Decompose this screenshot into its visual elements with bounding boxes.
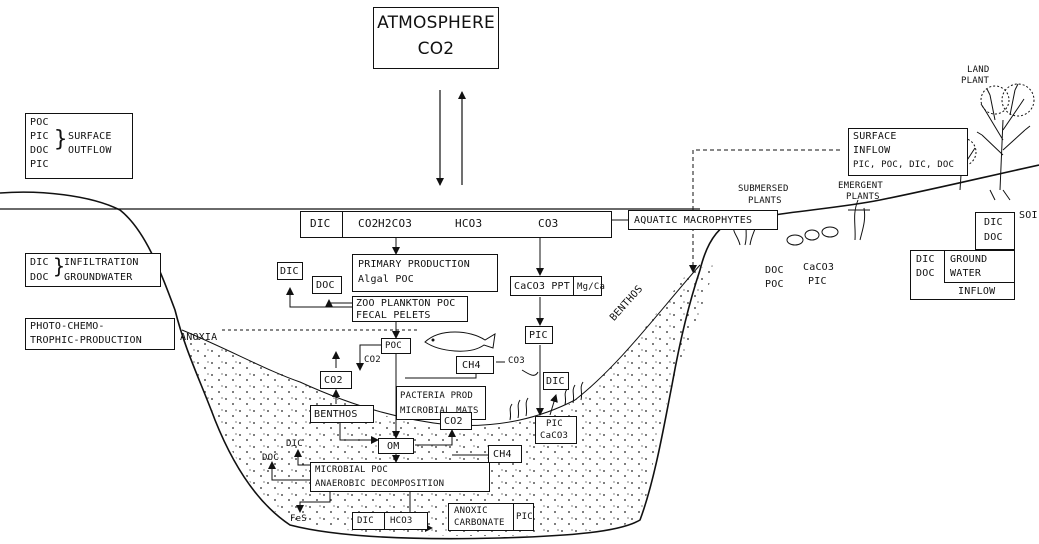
surface-inflow-items: PIC, POC, DIC, DOC	[853, 160, 954, 170]
gw-item: DOC	[916, 268, 935, 279]
gw-divider-v	[944, 250, 945, 282]
pic-caco3-label: PIC	[546, 419, 563, 429]
gw-item: DIC	[984, 217, 1003, 228]
shore-caco3-label: CaCO3	[803, 262, 834, 273]
outflow-item: DOC	[30, 145, 49, 156]
gw-label: WATER	[950, 268, 981, 279]
bottom-dic-label: DIC	[357, 516, 374, 526]
submersed-label: PLANTS	[748, 196, 782, 206]
poc-label: POC	[385, 341, 402, 351]
co2-label-2: CO2	[444, 416, 463, 427]
primary-production-label: PRIMARY PRODUCTION	[358, 259, 470, 270]
caco3-divider	[573, 276, 574, 296]
submersed-label: SUBMERSED	[738, 184, 789, 194]
land-plant-label: LAND	[967, 65, 989, 75]
fes-label: FeS	[290, 514, 307, 524]
co2-float-label: CO2	[364, 355, 381, 365]
infiltration-item: DOC	[30, 272, 49, 283]
gw-item: DIC	[916, 254, 935, 265]
surface-inflow-label: INFLOW	[853, 145, 890, 156]
anoxic-label: ANOXIC	[454, 506, 488, 516]
zooplankton-label: FECAL PELETS	[356, 310, 431, 321]
gw-item: DOC	[984, 232, 1003, 243]
anoxic-divider	[513, 503, 514, 531]
mg-ca-label: Mg/Ca	[577, 282, 605, 292]
eq-co2: CO2	[358, 218, 378, 230]
co3-float-label: CO3	[508, 356, 525, 366]
caco3-ppt-label: CaCO3 PPT	[514, 281, 570, 292]
eq-hco3: HCO3	[455, 218, 482, 230]
dic-small-label: DIC	[280, 266, 299, 277]
bacteria-label: PACTERIA PROD	[400, 391, 473, 401]
infiltration-label: INFILTRATION	[64, 257, 139, 268]
bottom-divider	[384, 512, 385, 530]
shore-poc-label: POC	[765, 279, 784, 290]
anoxic-pic-label: PIC	[516, 512, 533, 522]
photo-chemo-label: PHOTO-CHEMO-	[30, 321, 105, 332]
eq-dic: DIC	[310, 218, 330, 230]
eq-co3: CO3	[538, 218, 558, 230]
ch4-label: CH4	[462, 360, 481, 371]
anaerobic-label: ANAEROBIC DECOMPOSITION	[315, 479, 444, 489]
om-label: OM	[387, 441, 399, 452]
macrophytes-label: AQUATIC MACROPHYTES	[634, 215, 752, 226]
equilibrium-divider	[342, 211, 343, 238]
outflow-item: PIC	[30, 159, 49, 170]
eq-h2co3: H2CO3	[378, 218, 412, 230]
infiltration-item: DIC	[30, 257, 49, 268]
atmosphere-title: ATMOSPHERE	[373, 14, 499, 33]
gw-inflow-label: INFLOW	[958, 286, 995, 297]
zooplankton-label: ZOO PLANKTON POC	[356, 298, 456, 309]
shore-doc-label: DOC	[765, 265, 784, 276]
doc-small-label: DOC	[316, 280, 335, 291]
outflow-item: POC	[30, 117, 49, 128]
anoxic-label: CARBONATE	[454, 518, 505, 528]
outflow-label: SURFACE	[68, 131, 112, 142]
bottom-hco3-label: HCO3	[390, 516, 412, 526]
gw-divider-h	[944, 282, 1015, 283]
sediment-doc-label: DOC	[262, 453, 279, 463]
gw-label: GROUND	[950, 254, 987, 265]
ch4-label-2: CH4	[493, 449, 512, 460]
microbial-poc-label: MICROBIAL POC	[315, 465, 388, 475]
pic-caco3-label: CaCO3	[540, 431, 568, 441]
atmosphere-co2: CO2	[373, 40, 499, 59]
land-plant-label: PLANT	[961, 76, 989, 86]
anoxia-label: ANOXIA	[180, 332, 217, 343]
sediment-dic-label: DIC	[286, 439, 303, 449]
fish-icon	[425, 332, 495, 351]
outflow-label: OUTFLOW	[68, 145, 112, 156]
photo-chemo-label: TROPHIC-PRODUCTION	[30, 335, 142, 346]
emergent-label: PLANTS	[846, 192, 880, 202]
co2-label: CO2	[324, 375, 343, 386]
infiltration-label: GROUNDWATER	[64, 272, 132, 283]
primary-production-label: Algal POC	[358, 274, 414, 285]
soil-label: SOI	[1019, 210, 1038, 221]
outflow-brace: }	[54, 128, 67, 152]
benthos-label: BENTHOS	[314, 409, 358, 420]
surface-inflow-label: SURFACE	[853, 131, 897, 142]
outflow-item: PIC	[30, 131, 49, 142]
emergent-label: EMERGENT	[838, 181, 883, 191]
dic-right-label: DIC	[546, 376, 565, 387]
shore-pic-label: PIC	[808, 276, 827, 287]
pic-label: PIC	[529, 330, 548, 341]
